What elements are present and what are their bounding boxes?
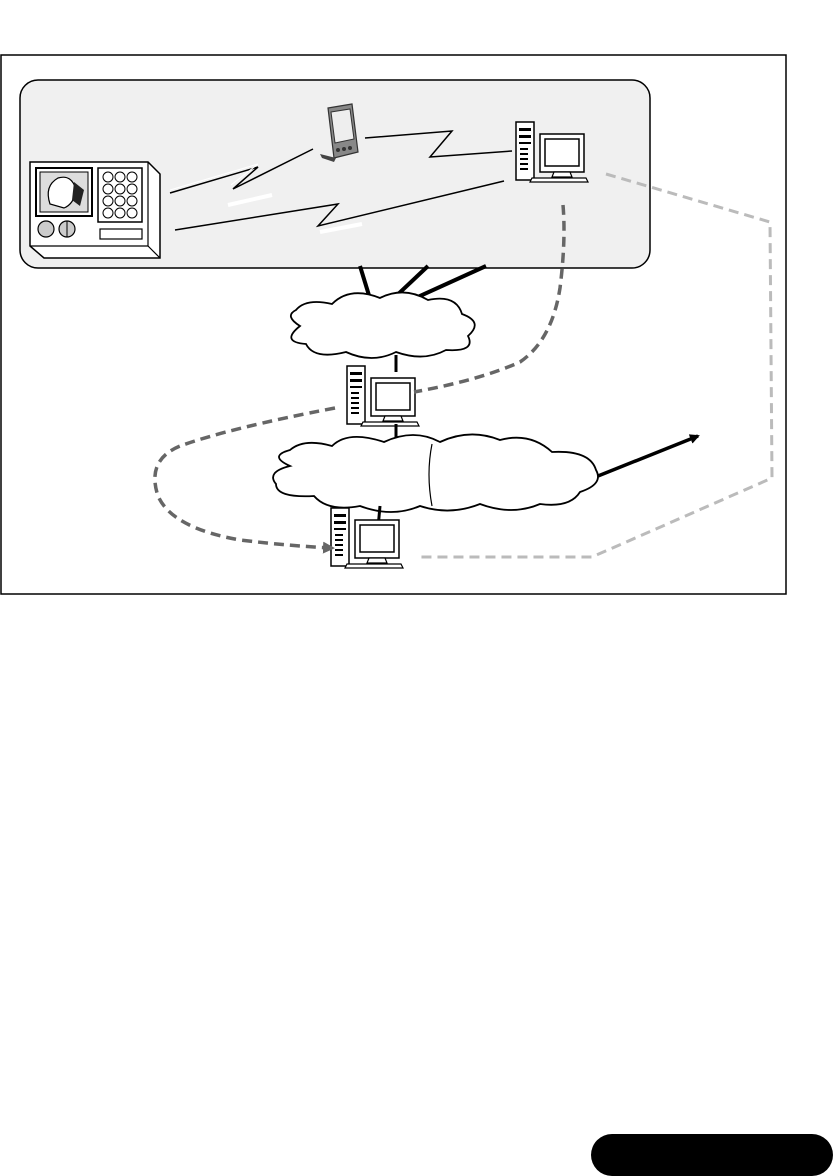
intercom-panel-icon — [30, 162, 160, 258]
cloud-icon — [291, 292, 475, 358]
page-number-badge — [591, 1134, 833, 1176]
